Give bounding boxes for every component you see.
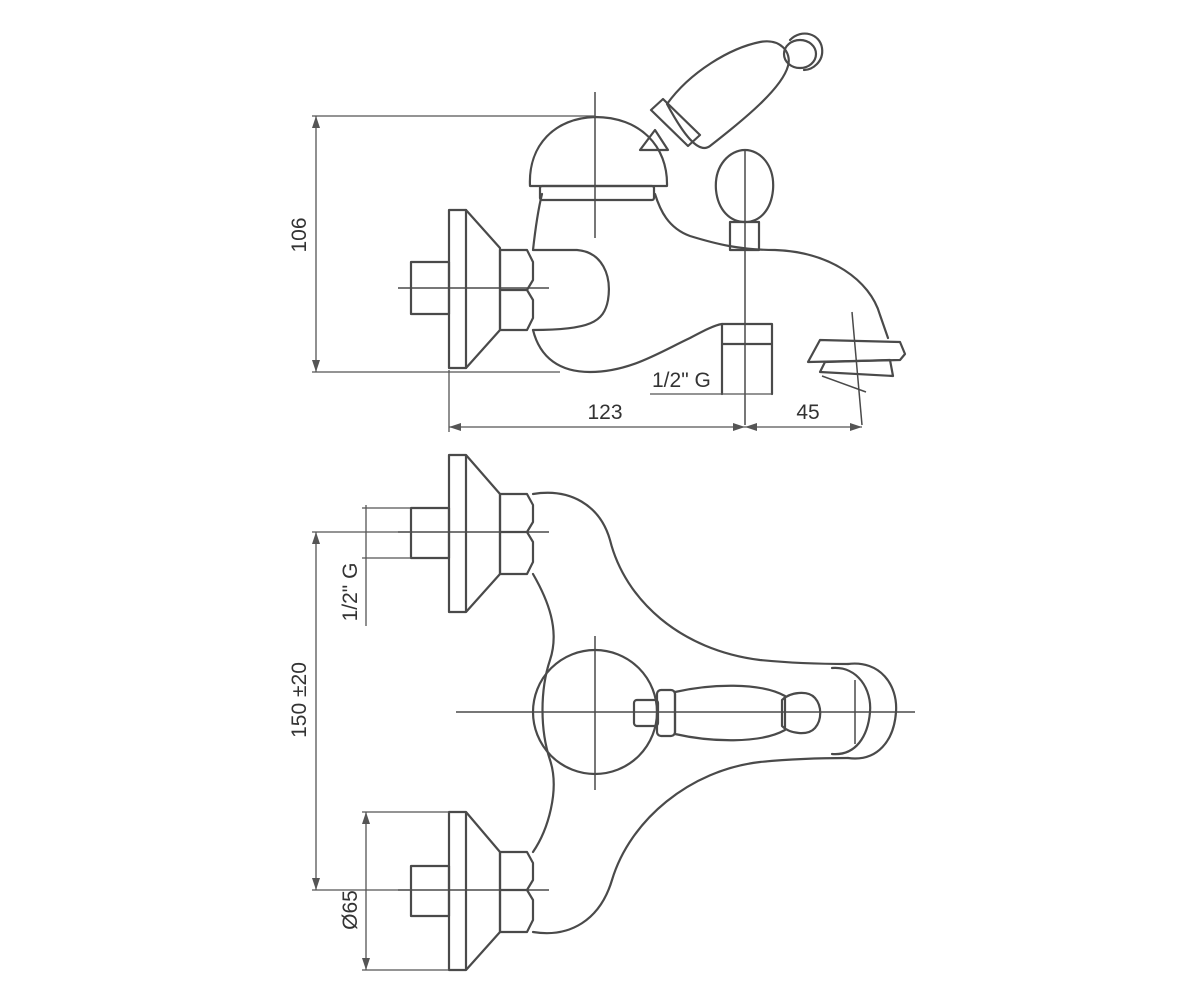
top-upper-inlet [409,506,451,560]
top-spout-inner [830,666,872,756]
top-lower-inlet [409,864,451,918]
side-outlet-centerline [851,311,863,426]
side-body-outline [531,192,890,340]
top-lower-nut [498,850,535,934]
label-150: 150 ±20 [288,662,311,738]
side-hex-nut [498,248,535,332]
side-view [312,32,907,432]
label-outlet-thread: 1/2" G [652,369,711,392]
side-lever-handle [638,32,824,152]
top-view [312,453,915,972]
side-body-underside [531,322,724,374]
side-outlet-boss [720,322,774,396]
dim-inlet-thread [362,505,411,626]
top-lower-flange [447,810,502,972]
top-body-outline [531,491,850,935]
label-45: 45 [796,401,819,424]
side-wall-flange [447,208,502,370]
label-106: 106 [288,217,311,252]
side-dome-ring [538,184,656,202]
label-diameter: Ø65 [339,890,362,930]
dim-150 [312,531,411,891]
top-upper-flange [447,453,502,614]
dim-diameter [362,811,449,971]
label-123: 123 [587,401,622,424]
label-inlet-thread: 1/2" G [339,563,362,622]
dim-123-45 [448,370,862,432]
top-lever-handle [632,684,822,742]
dim-106 [312,115,595,373]
side-dome [528,115,669,188]
top-upper-nut [498,492,535,576]
